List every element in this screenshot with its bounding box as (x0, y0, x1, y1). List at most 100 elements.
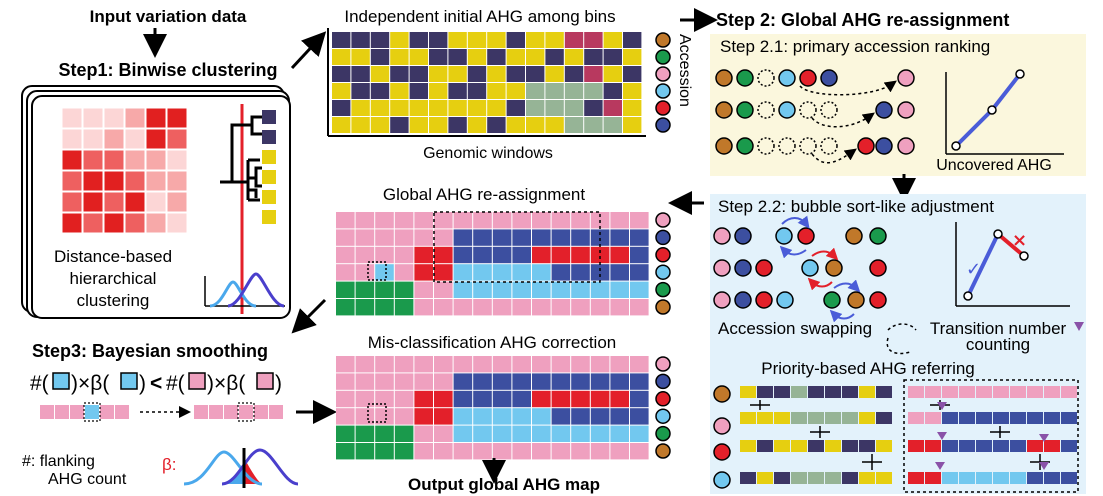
leaf-swatch (262, 110, 276, 124)
ahg-cell (375, 425, 394, 442)
priority-cell (1027, 440, 1043, 452)
ahg-cell (623, 83, 642, 99)
ahg-cell (512, 373, 531, 390)
ahg-cell (512, 408, 531, 425)
ahg-cell (492, 425, 512, 442)
accession-dot (775, 227, 793, 245)
ahg-cell (409, 117, 428, 133)
ahg-cell (355, 443, 375, 460)
heatmap-cell (103, 149, 125, 171)
heatmap-cell (103, 128, 125, 150)
ahg-cell (453, 212, 473, 229)
heatmap-cell (166, 107, 188, 129)
ahg-cell (429, 32, 448, 48)
ahg-cell (453, 264, 473, 281)
accession-dot (655, 83, 671, 99)
accession-ranking (715, 69, 915, 164)
priority-cell (740, 386, 756, 398)
priority-cell (1044, 386, 1060, 398)
accession-dot (799, 69, 817, 87)
ahg-cell (590, 281, 610, 298)
ahg-cell (545, 83, 564, 99)
heatmap-cell (124, 149, 146, 171)
heatmap-cell (166, 128, 188, 150)
clustering-line-1: Distance-based (54, 247, 172, 266)
ahg-cell (492, 390, 512, 408)
ahg-cell (414, 229, 433, 246)
heatmap-cell (166, 212, 188, 234)
priority-cell (808, 472, 824, 484)
heatmap-cell (82, 107, 104, 129)
accession-dot (820, 69, 838, 87)
strip-cell (209, 405, 223, 419)
ahg-cell (467, 100, 487, 116)
priority-cell (757, 440, 773, 452)
ahg-cell (571, 373, 590, 390)
priority-cell (959, 412, 975, 424)
priority-cell (976, 412, 992, 424)
ahg-cell (467, 32, 487, 48)
uncovered-plot (945, 69, 1064, 155)
priority-cell (876, 440, 892, 452)
ahg-cell (355, 212, 375, 229)
ahg-cell (610, 425, 629, 442)
ahg-cell (590, 425, 610, 442)
ahg-cell (429, 100, 448, 116)
heatmap-cell (124, 191, 146, 213)
ahg-cell (336, 264, 355, 281)
leaf-swatch (262, 130, 276, 144)
priority-cell (942, 472, 958, 484)
priority-cell (1044, 440, 1060, 452)
accession-dot (757, 69, 775, 87)
ahg-cell (571, 408, 590, 425)
priority-cell (993, 472, 1009, 484)
ahg-cell (390, 49, 409, 65)
step22-label: Step 2.2: bubble sort-like adjustment (718, 197, 994, 216)
priority-cell (791, 386, 807, 398)
heatmap-cell (103, 107, 125, 129)
ahg-cell (434, 229, 453, 246)
ahg-cell (370, 66, 390, 82)
accession-dot (655, 373, 671, 390)
priority-cell (908, 386, 924, 398)
ahg-cell (590, 246, 610, 264)
ahg-cell (584, 83, 603, 99)
ahg-cell (409, 100, 428, 116)
ahg-cell (512, 425, 531, 442)
ahg-cell (487, 83, 506, 99)
ahg-cell (610, 408, 629, 425)
accession-dot (655, 212, 671, 228)
accession-dot (655, 264, 671, 280)
ahg-cell (492, 408, 512, 425)
ahg-cell (429, 49, 448, 65)
ahg-cell (590, 373, 610, 390)
accession-dots-corrected (655, 356, 671, 459)
accession-dot (655, 443, 671, 459)
accession-dot (897, 137, 915, 155)
ahg-cell (590, 356, 610, 373)
ahg-cell (630, 373, 649, 390)
accession-dots-initial (655, 32, 671, 133)
ahg-cell (532, 390, 551, 408)
priority-cell (959, 386, 975, 398)
ahg-cell (370, 83, 390, 99)
ahg-cell (506, 100, 525, 116)
ahg-cell (394, 408, 414, 425)
ahg-cell (603, 66, 622, 82)
ahg-cell (453, 281, 473, 298)
ahg-cell (532, 356, 551, 373)
ahg-cell (394, 425, 414, 442)
ahg-cell (526, 49, 545, 65)
strip-cell (85, 405, 99, 419)
priority-cell (1044, 412, 1060, 424)
ahg-cell (390, 83, 409, 99)
ahg-cell (453, 299, 473, 316)
priority-cell (808, 412, 824, 424)
accession-dot (757, 137, 775, 155)
ahg-cell (473, 356, 492, 373)
accession-dot (778, 101, 796, 119)
heatmap-cell (82, 170, 104, 192)
ahg-cell (414, 299, 433, 316)
ahg-cell (336, 356, 355, 373)
ahg-cell (473, 212, 492, 229)
